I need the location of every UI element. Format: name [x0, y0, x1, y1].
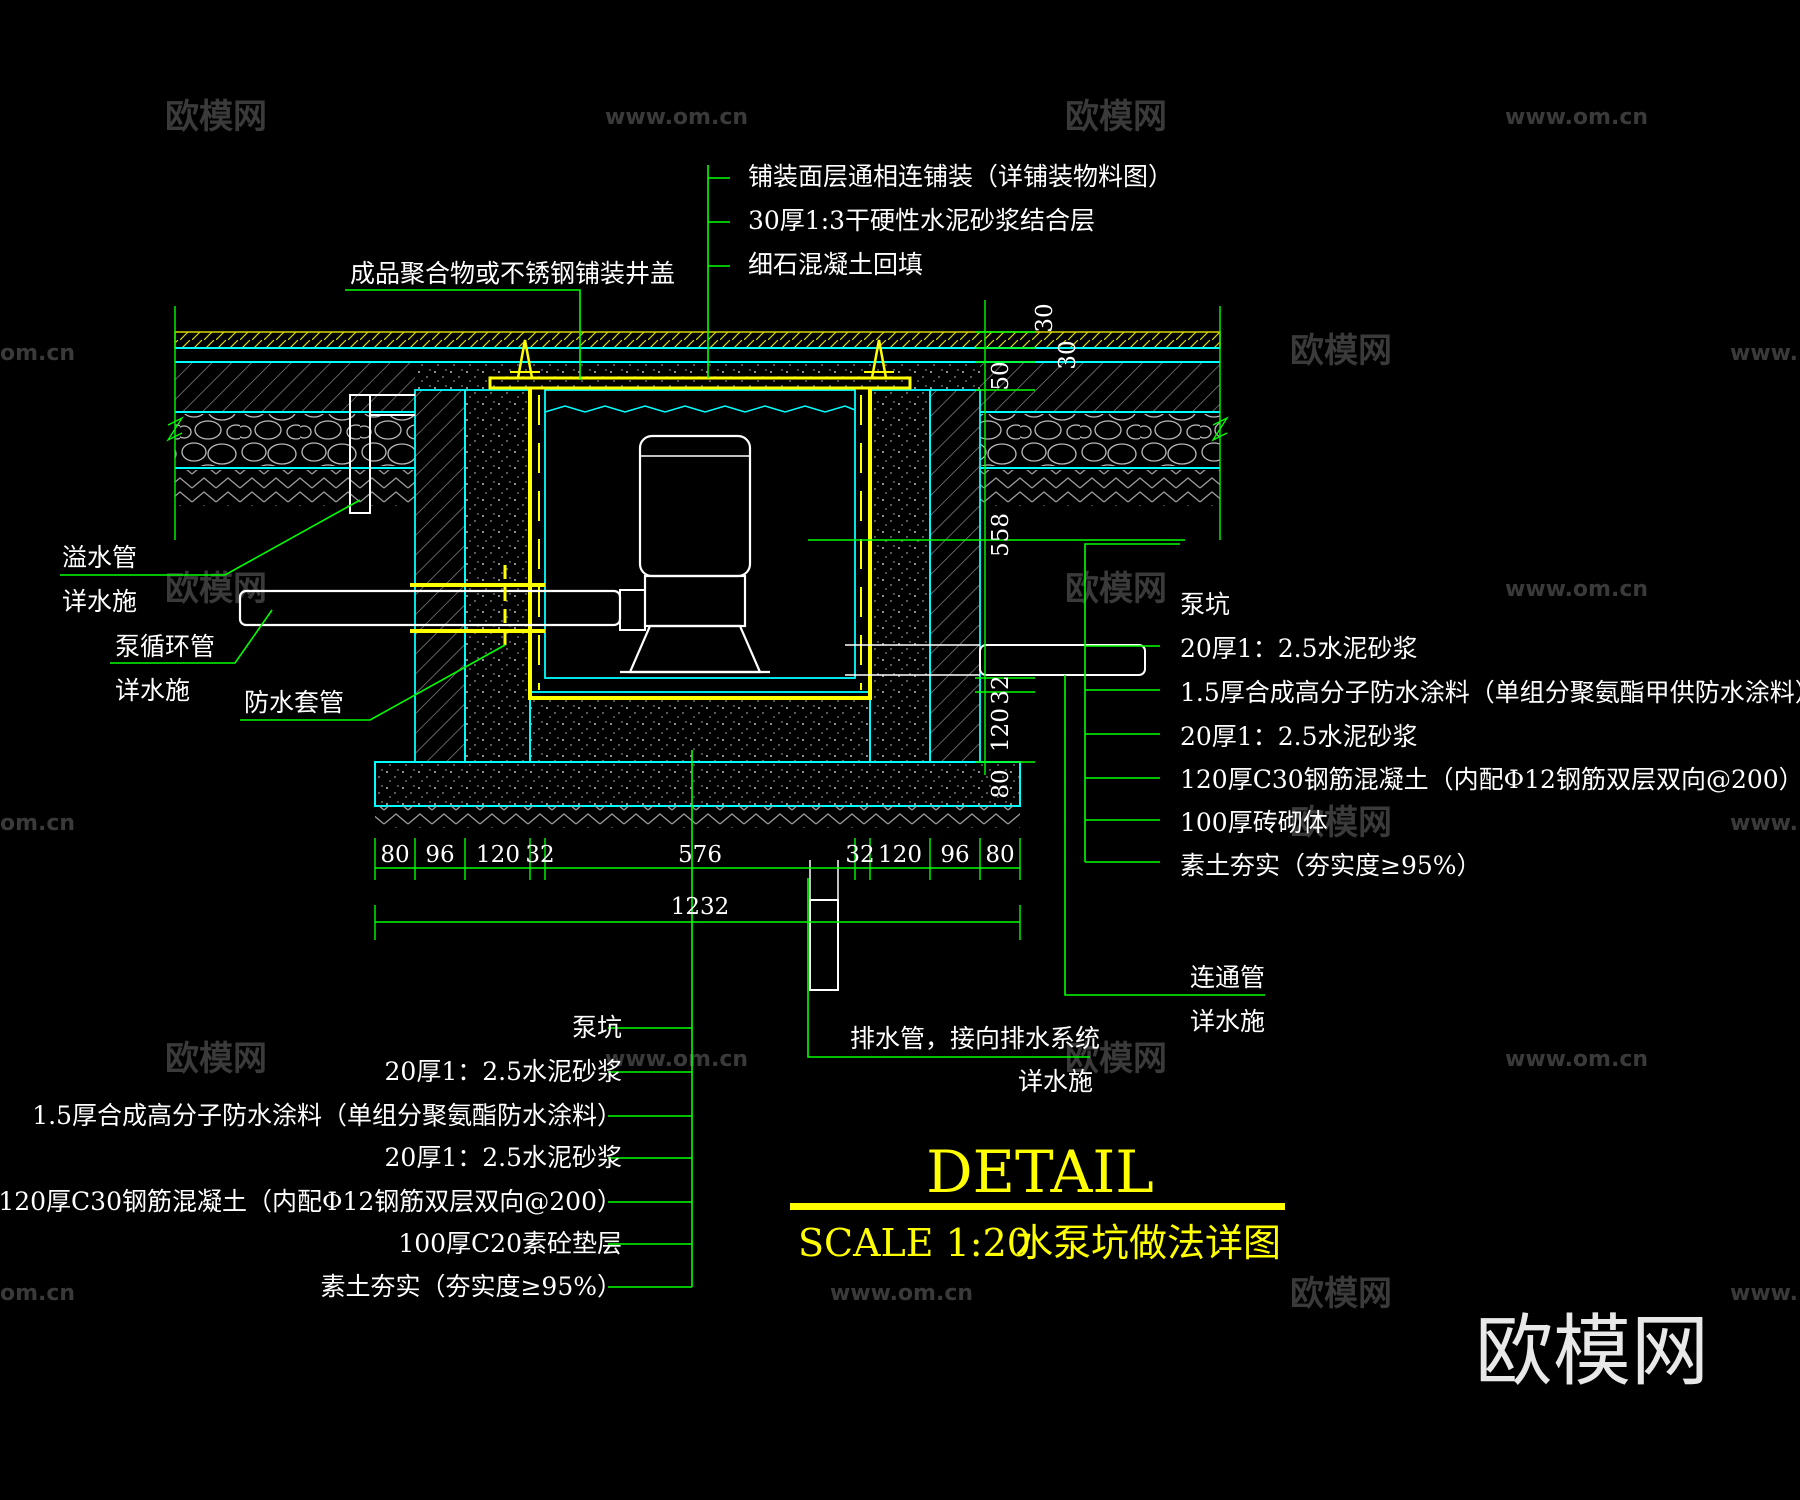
label-right-layer: 素土夯实（夯实度≥95%）	[1180, 851, 1482, 880]
watermark-site-partial: om.cn	[0, 811, 75, 836]
watermark-brand: 欧模网	[1065, 569, 1167, 609]
top-callouts: 铺装面层通相连铺装（详铺装物料图） 30厚1:3干硬性水泥砂浆结合层 细石混凝土…	[350, 162, 1173, 288]
watermark-site-partial: om.cn	[0, 1281, 75, 1306]
watermark-brand: 欧模网	[1290, 331, 1392, 371]
label-bottom-layer: 素土夯实（夯实度≥95%）	[320, 1272, 622, 1301]
label-bottom-layer: 20厚1：2.5水泥砂浆	[385, 1057, 622, 1086]
dimension-value: 30	[1032, 303, 1058, 332]
dimension-texts: 80 96 120 32 576 32 120 96 80 1232 30 30…	[380, 303, 1081, 920]
watermark-site-partial: om.cn	[0, 341, 75, 366]
label-circulation-pipe: 泵循环管	[115, 632, 215, 661]
watermark-site: www.om.cn	[1505, 1047, 1648, 1072]
leader-lines	[60, 165, 1265, 1288]
dimension-lines	[374, 300, 1035, 940]
label-bottom-layer: 120厚C30钢筋混凝土（内配Φ12钢筋双层双向@200）	[0, 1187, 622, 1216]
label-bottom-layer: 泵坑	[572, 1013, 622, 1042]
pump-pit-structure	[238, 339, 1146, 991]
label-right-layer: 20厚1：2.5水泥砂浆	[1180, 634, 1417, 663]
watermark-brand: 欧模网	[1065, 1039, 1167, 1079]
dimension-value: 32	[845, 842, 874, 868]
label-bottom-layer: 100厚C20素砼垫层	[398, 1229, 622, 1258]
watermark-brand: 欧模网	[1065, 97, 1167, 137]
dimension-value: 80	[985, 842, 1014, 868]
dimension-value: 32	[525, 842, 554, 868]
dimension-value: 96	[940, 842, 969, 868]
watermark-site-prefix: www.	[1730, 1281, 1798, 1306]
label-drain-pipe: 排水管，接向排水系统	[850, 1024, 1100, 1053]
label-bottom-layer: 1.5厚合成高分子防水涂料（单组分聚氨酯防水涂料）	[32, 1101, 622, 1130]
label-right-layer: 1.5厚合成高分子防水涂料（单组分聚氨酯甲供防水涂料）	[1180, 678, 1800, 707]
dimension-value: 576	[678, 842, 722, 868]
title-block: DETAIL SCALE 1:20 水泵坑做法详图	[790, 1138, 1285, 1265]
watermark-brand: 欧模网	[165, 1039, 267, 1079]
watermark-site: www.om.cn	[605, 1047, 748, 1072]
label-fine-concrete-backfill: 细石混凝土回填	[748, 250, 923, 279]
label-connector-pipe: 连通管	[1190, 963, 1265, 992]
label-overflow-ref: 详水施	[62, 587, 137, 616]
watermark-site-prefix: www.	[1730, 811, 1798, 836]
label-right-layer: 20厚1：2.5水泥砂浆	[1180, 722, 1417, 751]
label-mortar-bedding: 30厚1:3干硬性水泥砂浆结合层	[748, 206, 1095, 235]
dimension-value: 80	[988, 769, 1014, 798]
label-bottom-layer: 20厚1：2.5水泥砂浆	[385, 1143, 622, 1172]
label-right-layer: 泵坑	[1180, 590, 1230, 619]
dimension-value: 80	[380, 842, 409, 868]
label-connector-ref: 详水施	[1190, 1007, 1265, 1036]
label-drain-ref: 详水施	[1018, 1067, 1093, 1096]
watermark-site: www.om.cn	[1505, 105, 1648, 130]
dimension-value: 120	[878, 842, 922, 868]
watermark-brand: 欧模网	[165, 97, 267, 137]
watermark-site-prefix: www.	[1730, 341, 1798, 366]
watermark-site: www.om.cn	[605, 105, 748, 130]
ground-section	[166, 306, 1229, 540]
bottom-callouts: 泵坑 20厚1：2.5水泥砂浆 1.5厚合成高分子防水涂料（单组分聚氨酯防水涂料…	[0, 1013, 622, 1301]
label-circulation-ref: 详水施	[115, 676, 190, 705]
watermark-brand: 欧模网	[1290, 1274, 1392, 1314]
dimension-value: 32	[988, 675, 1014, 704]
drawing-title: DETAIL	[926, 1138, 1154, 1206]
label-right-layer: 120厚C30钢筋混凝土（内配Φ12钢筋双层双向@200）	[1180, 765, 1800, 794]
right-callouts: 泵坑 20厚1：2.5水泥砂浆 1.5厚合成高分子防水涂料（单组分聚氨酯甲供防水…	[850, 590, 1800, 1096]
label-paving-surface: 铺装面层通相连铺装（详铺装物料图）	[748, 162, 1173, 191]
dimension-value: 30	[1055, 340, 1081, 369]
left-callouts: 溢水管 详水施 泵循环管 详水施 防水套管	[62, 543, 344, 717]
dimension-value: 50	[988, 361, 1014, 390]
label-overflow-pipe: 溢水管	[62, 543, 137, 572]
dimension-value: 120	[988, 708, 1014, 752]
drawing-name: 水泵坑做法详图	[1015, 1221, 1281, 1265]
watermark-site: www.om.cn	[830, 1281, 973, 1306]
watermark-site: www.om.cn	[1505, 577, 1648, 602]
label-waterproof-sleeve: 防水套管	[244, 688, 344, 717]
label-manhole-cover: 成品聚合物或不锈钢铺装井盖	[350, 259, 675, 288]
watermark-brand: 欧模网	[1290, 803, 1392, 843]
dimension-total: 1232	[671, 894, 730, 920]
label-right-layer: 100厚砖砌体	[1180, 808, 1328, 837]
dimension-value: 120	[476, 842, 520, 868]
drawing-scale: SCALE 1:20	[798, 1221, 1031, 1265]
brand-watermark-large: 欧模网	[1475, 1307, 1709, 1397]
dimension-value: 96	[425, 842, 454, 868]
dimension-value: 558	[988, 513, 1014, 557]
